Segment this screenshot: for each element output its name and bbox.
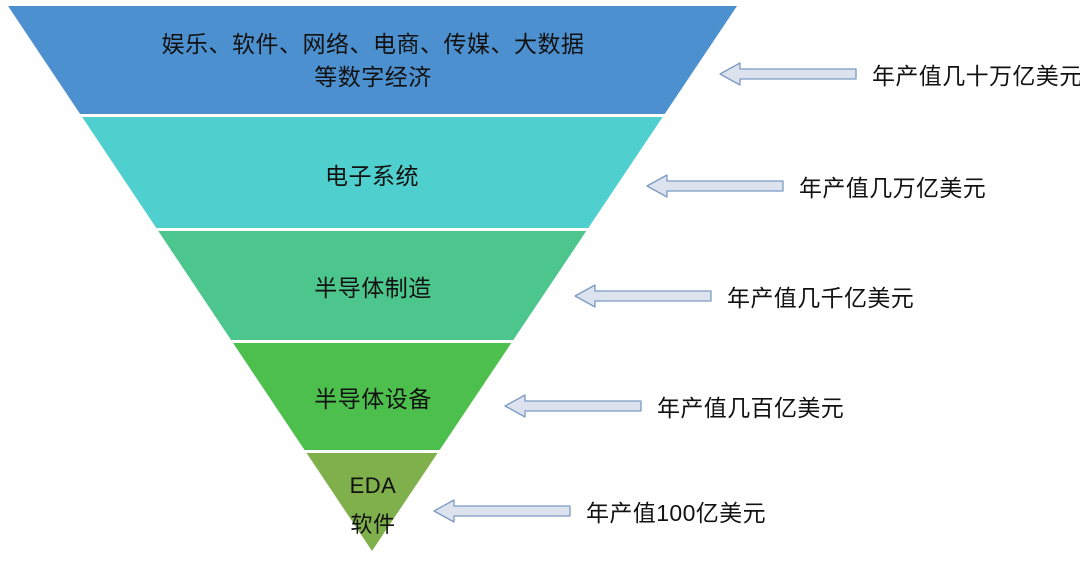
left-arrow-icon [719, 62, 857, 86]
callout-tier-1-text: 年产值几十万亿美元 [872, 63, 1080, 89]
callout-tier-3: 年产值几千亿美元 [573, 276, 914, 316]
pyramid-band-1 [8, 6, 737, 114]
callout-tier-3-text: 年产值几千亿美元 [727, 285, 915, 311]
callout-tier-5: 年产值100亿美元 [432, 491, 766, 531]
left-arrow-icon [504, 394, 642, 418]
pyramid-band-3 [8, 231, 737, 340]
callout-tier-5-text: 年产值100亿美元 [586, 500, 766, 526]
callout-tier-1: 年产值几十万亿美元 [718, 54, 1080, 94]
callout-tier-4-text: 年产值几百亿美元 [657, 395, 845, 421]
callout-tier-4: 年产值几百亿美元 [503, 386, 844, 426]
callout-tier-2-text: 年产值几万亿美元 [799, 175, 987, 201]
left-arrow-icon [433, 499, 571, 523]
left-arrow-icon [574, 284, 712, 308]
callout-tier-2: 年产值几万亿美元 [645, 166, 986, 206]
left-arrow-icon [646, 174, 784, 198]
